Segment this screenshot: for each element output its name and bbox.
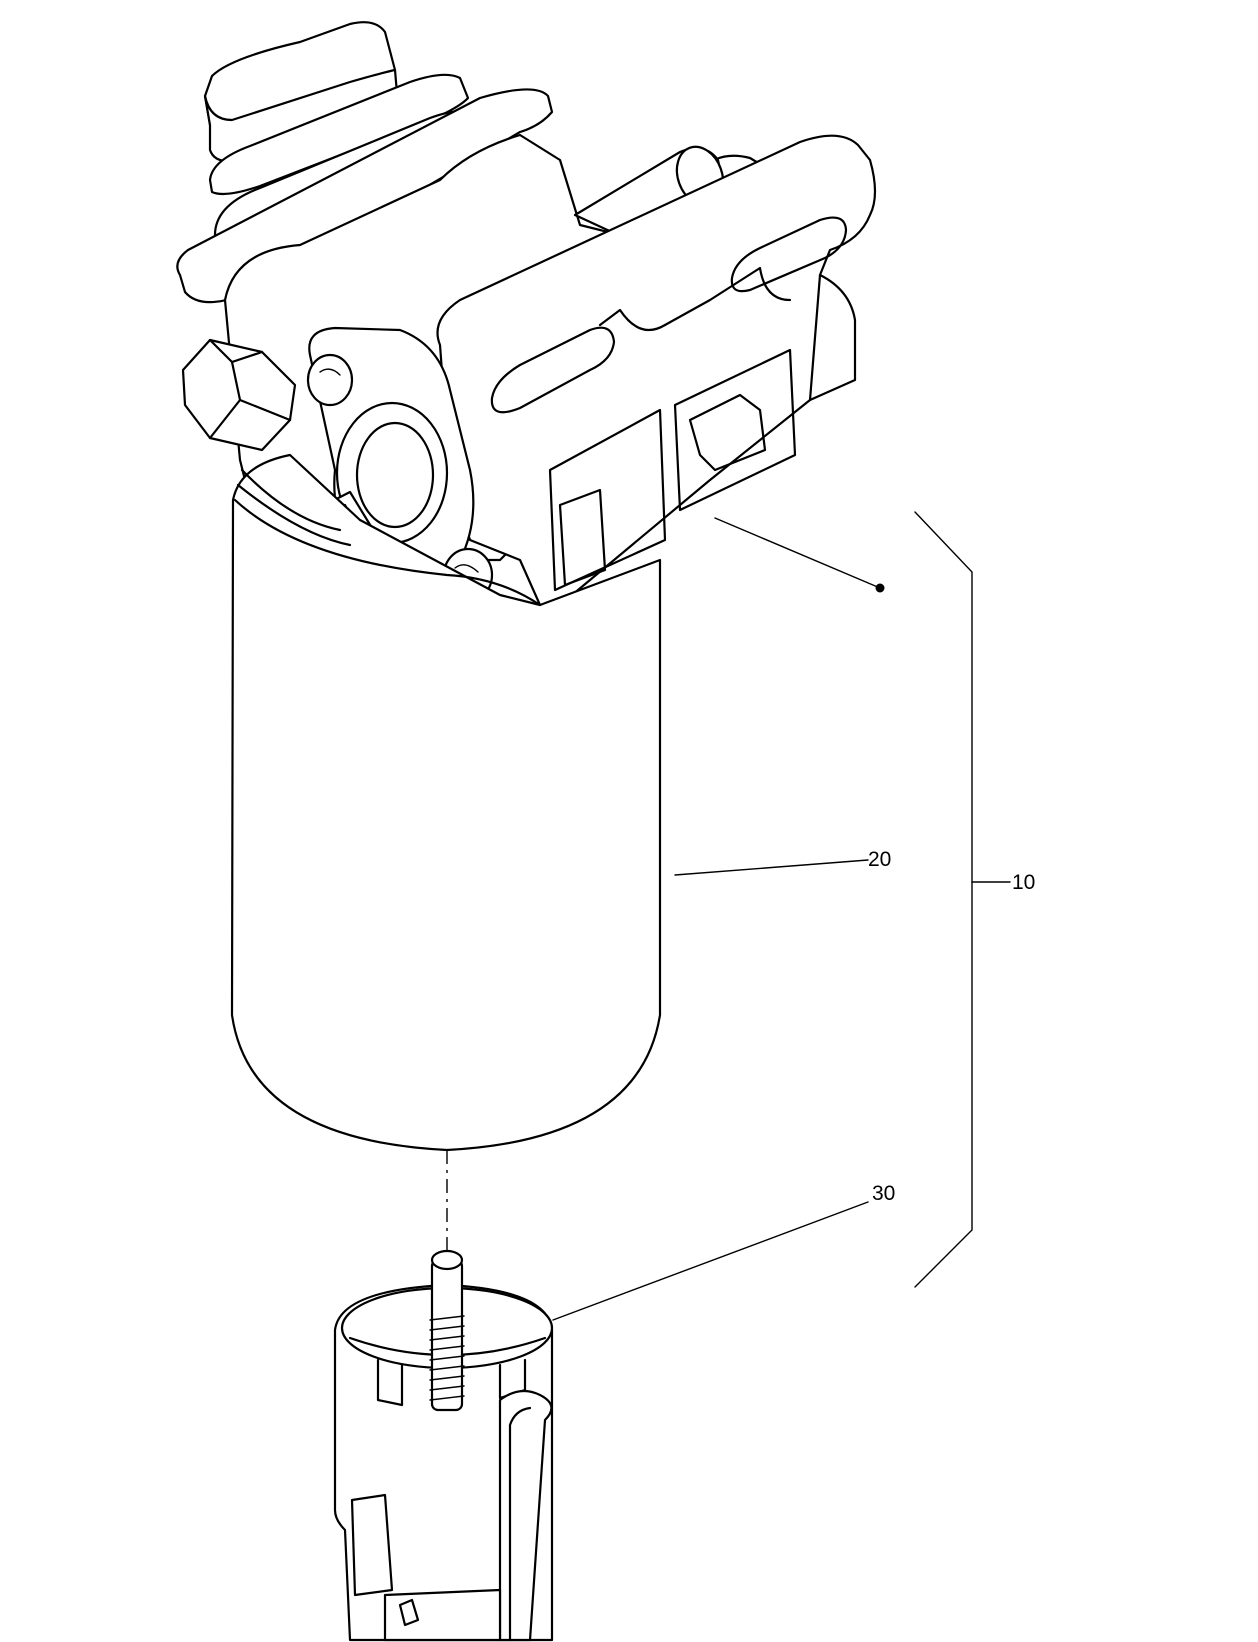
callout-label-20: 20 bbox=[868, 848, 891, 871]
reference-dot bbox=[875, 583, 885, 593]
water-separator-bowl bbox=[333, 1249, 554, 1642]
filter-cartridge bbox=[230, 453, 662, 1152]
assembly-bracket bbox=[914, 511, 973, 1288]
callout-label-30: 30 bbox=[872, 1182, 895, 1205]
callout-label-10: 10 bbox=[1012, 871, 1035, 894]
filter-head bbox=[176, 21, 877, 607]
callout-leaders bbox=[552, 511, 1011, 1321]
